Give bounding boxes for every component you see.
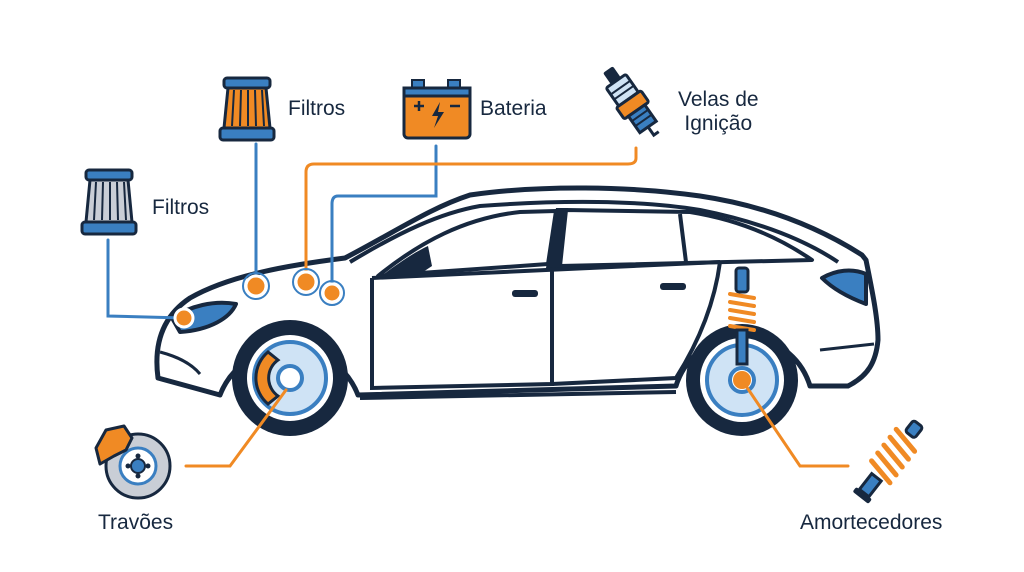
connector-travoes [184,388,288,468]
label-velas-line2: Ignição [684,112,753,135]
car-rear-door [551,261,722,386]
marker-engine-filter-ring [242,272,270,300]
label-amortecedores: Amortecedores [800,511,943,534]
air-filter-icon [80,168,138,236]
air-filter-icon [218,76,276,142]
label-bateria: Bateria [480,97,547,120]
marker-spark-plug-ring [292,268,320,296]
connector-lines [106,142,850,468]
front-wheel [232,320,348,436]
car-taillight [820,268,868,306]
connection-markers [173,268,751,389]
spark-plug-icon [603,66,660,138]
rear-shock-absorber-icon [728,266,756,366]
label-velas-line1: Velas de [678,88,759,111]
car-c-pillar [678,213,688,263]
marker-rear-wheel [733,371,751,389]
connector-velas [304,146,638,284]
front-door-handle [512,290,538,297]
marker-battery [321,282,343,304]
car-roofline [348,199,840,264]
connector-filtros-side [106,238,186,320]
car-front-bumper-line [159,350,202,375]
car-front-window-shade [384,246,432,274]
car-rocker [359,390,677,400]
sedan-car-icon [154,185,881,436]
front-brake-caliper [254,350,281,406]
connector-bateria [330,144,438,292]
shock-absorber-icon [853,419,924,504]
marker-spark-plug [294,270,318,294]
marker-battery-ring [319,280,345,306]
marker-headlight [173,307,195,329]
label-velas: Velas de Ignição [678,88,759,136]
label-filtros-engine: Filtros [288,97,346,120]
car-rear-window [558,208,814,268]
label-filtros-side: Filtros [152,196,210,219]
car-rear-bumper-line [819,342,875,352]
car-front-door [370,270,554,391]
car-b-pillar [546,208,568,268]
car-beltline [371,260,721,280]
brake-disc-icon [94,424,172,500]
connector-amortecedores [740,378,850,468]
marker-engine-filter [244,274,268,298]
battery-icon [402,79,472,140]
label-travoes: Travões [98,511,174,534]
rear-door-handle [660,283,686,290]
